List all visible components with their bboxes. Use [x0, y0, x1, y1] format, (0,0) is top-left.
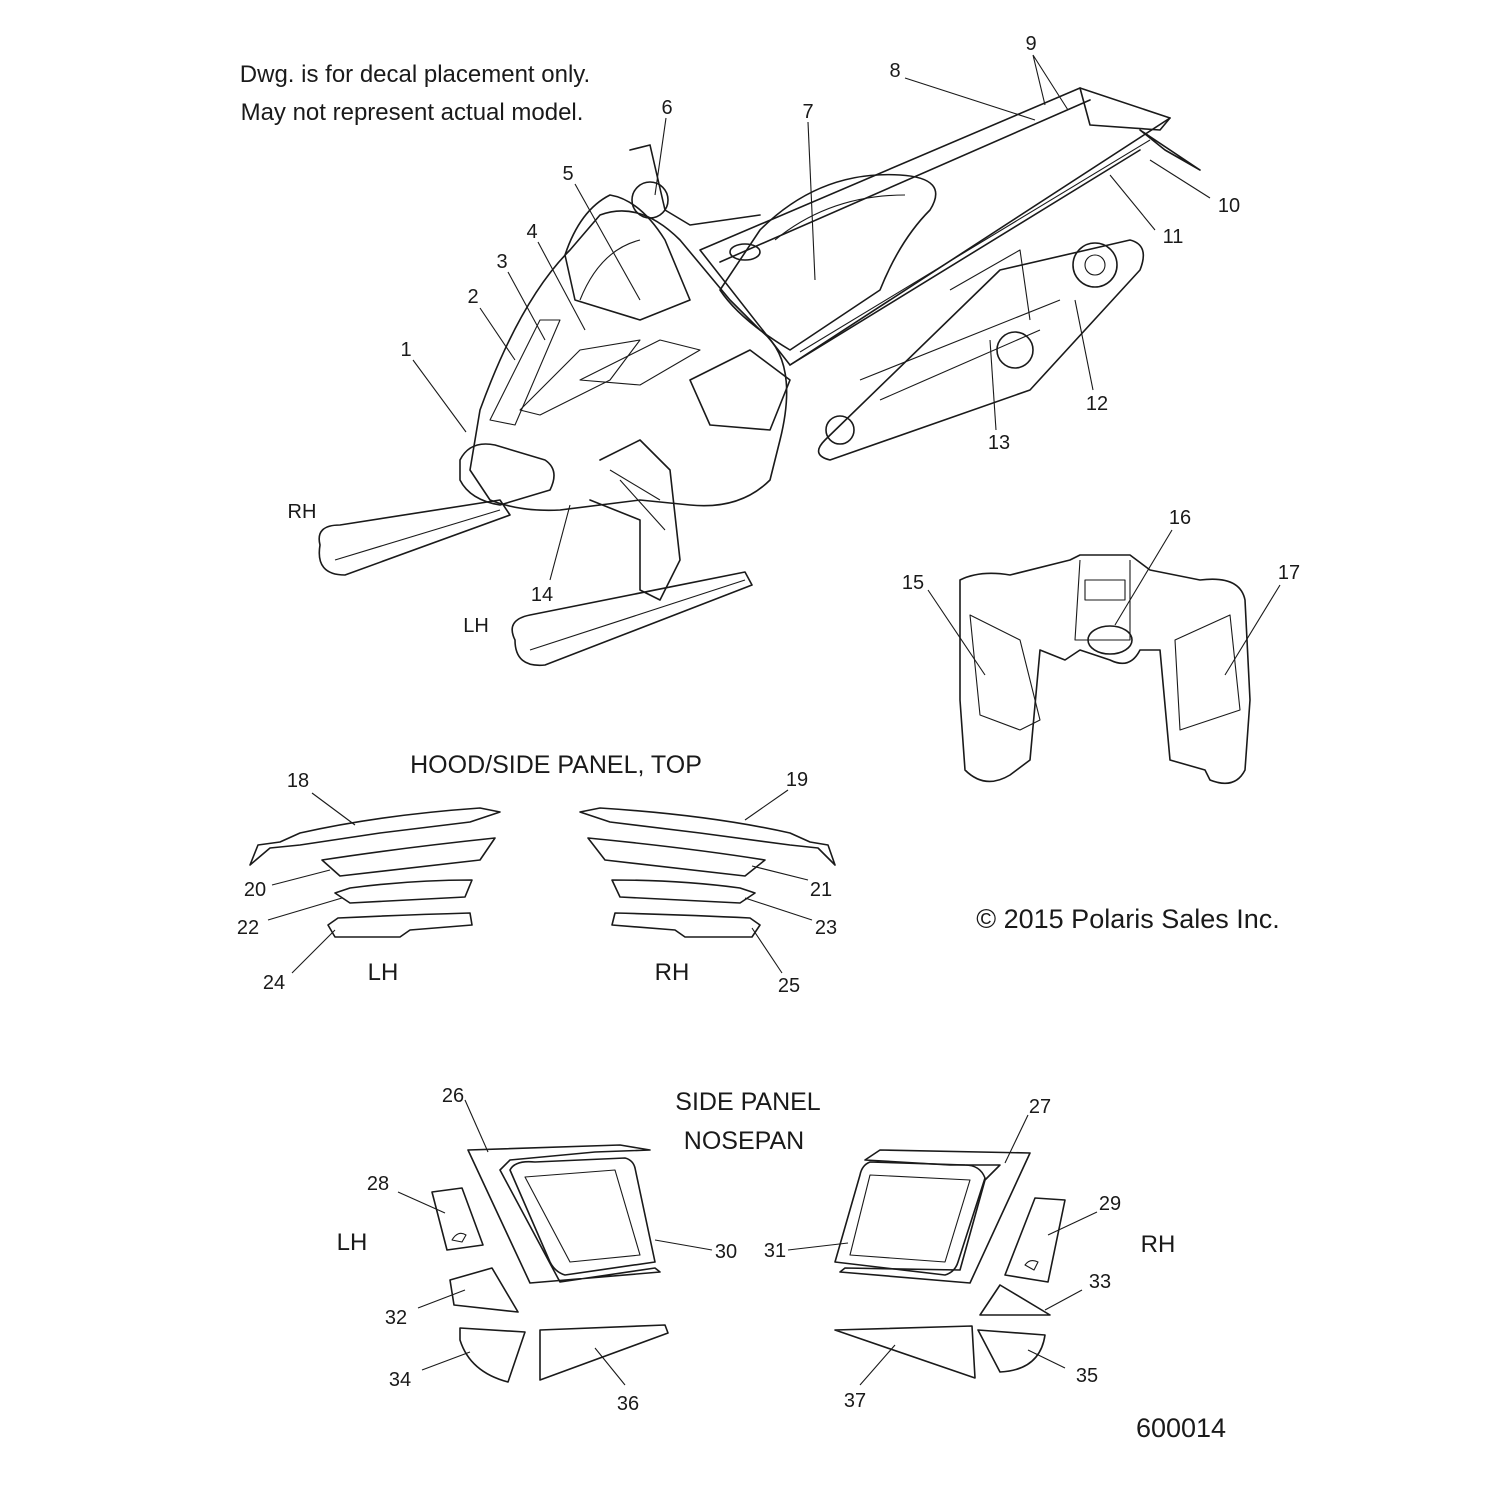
callout-8: 8	[889, 60, 900, 82]
callout-17: 17	[1278, 562, 1300, 584]
drawing-number: 600014	[1136, 1413, 1226, 1443]
note-line-1: Dwg. is for decal placement only.	[240, 61, 590, 88]
callout-32: 32	[385, 1307, 407, 1329]
side-panel-decals-lh	[397, 1099, 713, 1386]
side-label-rh-top: RH	[288, 501, 317, 523]
callout-21: 21	[810, 879, 832, 901]
callout-18: 18	[287, 770, 309, 792]
callout-34: 34	[389, 1369, 411, 1391]
hood-decals-lh	[249, 792, 501, 974]
callout-15: 15	[902, 572, 924, 594]
callout-24: 24	[263, 972, 285, 994]
side-label-lh-mid: LH	[368, 959, 399, 986]
callout-31: 31	[764, 1240, 786, 1262]
callout-33: 33	[1089, 1271, 1111, 1293]
note-line-2: May not represent actual model.	[241, 99, 584, 126]
callout-3: 3	[496, 251, 507, 273]
callout-35: 35	[1076, 1365, 1098, 1387]
callout-12: 12	[1086, 393, 1108, 415]
callout-26: 26	[442, 1085, 464, 1107]
callout-37: 37	[844, 1390, 866, 1412]
callout-30: 30	[715, 1241, 737, 1263]
side-label-rh-mid: RH	[655, 959, 690, 986]
callout-16: 16	[1169, 507, 1191, 529]
hood-decals-rh	[579, 789, 836, 974]
callouts-main: 1 2 3 4 5 6 7 8 9 10 11 12 13 14	[400, 33, 1240, 606]
callout-4: 4	[526, 221, 537, 243]
callout-19: 19	[786, 769, 808, 791]
callout-22: 22	[237, 917, 259, 939]
callout-20: 20	[244, 879, 266, 901]
section-title-side-panel: SIDE PANEL	[675, 1088, 821, 1116]
side-label-lh-top: LH	[463, 615, 489, 637]
nosepan-illustration	[927, 529, 1281, 785]
callout-2: 2	[467, 286, 478, 308]
callout-25: 25	[778, 975, 800, 997]
callout-5: 5	[562, 163, 573, 185]
snowmobile-illustration	[318, 54, 1211, 667]
section-title-nosepan: NOSEPAN	[684, 1127, 804, 1155]
side-panel-decals-rh	[787, 1114, 1098, 1386]
callout-13: 13	[988, 432, 1010, 454]
callout-6: 6	[661, 97, 672, 119]
callout-27: 27	[1029, 1096, 1051, 1118]
callout-1: 1	[400, 339, 411, 361]
callout-10: 10	[1218, 195, 1240, 217]
copyright-text: © 2015 Polaris Sales Inc.	[976, 904, 1280, 934]
callout-11: 11	[1163, 226, 1184, 248]
side-label-lh-bottom: LH	[337, 1229, 368, 1256]
callout-7: 7	[802, 101, 813, 123]
callout-36: 36	[617, 1393, 639, 1415]
callout-23: 23	[815, 917, 837, 939]
side-label-rh-bottom: RH	[1141, 1231, 1176, 1258]
callout-14: 14	[531, 584, 553, 606]
callout-28: 28	[367, 1173, 389, 1195]
callout-29: 29	[1099, 1193, 1121, 1215]
section-title-hood-side-panel-top: HOOD/SIDE PANEL, TOP	[410, 751, 702, 779]
callout-9: 9	[1025, 33, 1036, 55]
